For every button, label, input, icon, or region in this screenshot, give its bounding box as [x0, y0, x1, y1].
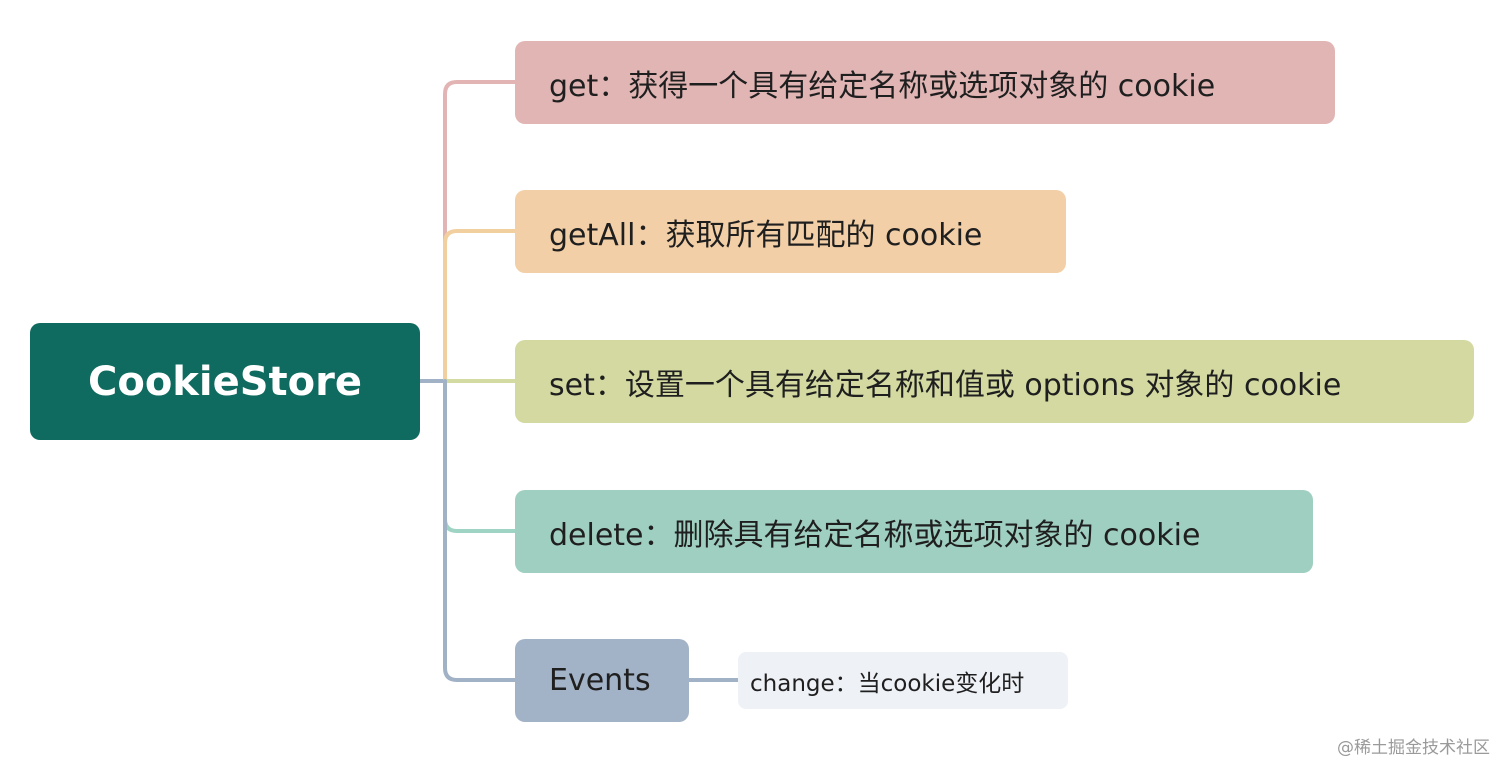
branch-connector-1	[443, 229, 517, 383]
branch-node-label: Events	[549, 663, 651, 698]
branch-node-delete: delete：删除具有给定名称或选项对象的 cookie	[515, 490, 1313, 573]
root-node-label: CookieStore	[87, 358, 363, 405]
branch-node-label: delete：删除具有给定名称或选项对象的 cookie	[549, 517, 1201, 553]
branch-node-label: getAll：获取所有匹配的 cookie	[549, 217, 983, 253]
branch-node-set: set：设置一个具有给定名称和值或 options 对象的 cookie	[515, 340, 1474, 423]
leaf-node-change: change：当cookie变化时	[738, 652, 1068, 709]
branch-node-label: get：获得一个具有给定名称或选项对象的 cookie	[549, 68, 1216, 104]
branch-node-get: get：获得一个具有给定名称或选项对象的 cookie	[515, 41, 1335, 124]
leaf-node-label: change：当cookie变化时	[750, 670, 1025, 697]
watermark: @稀土掘金技术社区	[1337, 738, 1490, 758]
branch-connector-4	[443, 379, 517, 682]
branch-node-getall: getAll：获取所有匹配的 cookie	[515, 190, 1066, 273]
root-node-cookiestore: CookieStore	[30, 323, 420, 440]
branch-connector-3	[443, 379, 517, 533]
branch-connector-0	[443, 80, 517, 383]
branch-node-label: set：设置一个具有给定名称和值或 options 对象的 cookie	[549, 367, 1342, 403]
branch-node-events: Events	[515, 639, 689, 722]
